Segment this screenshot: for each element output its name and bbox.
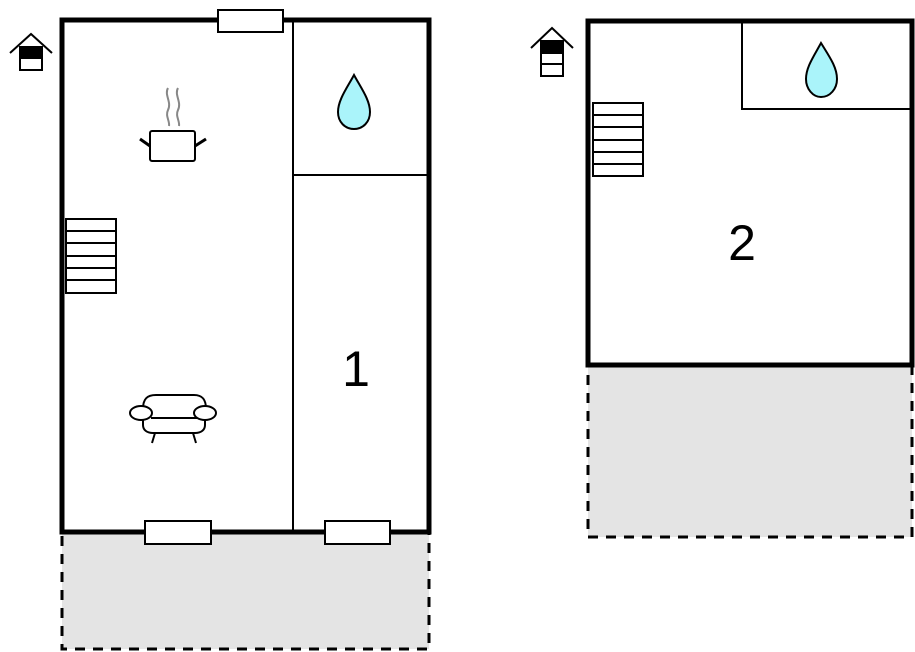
- room-label-2: 2: [728, 215, 756, 271]
- floor-1: 1: [9, 9, 432, 651]
- terrace-floor-1: [60, 530, 431, 651]
- house-ground-floor-icon: [9, 32, 53, 71]
- water-drop-icon: [804, 40, 839, 99]
- window-top: [217, 9, 284, 33]
- floor-2: 2: [530, 18, 915, 539]
- interior-wall-bathroom-2: [741, 21, 912, 110]
- stairs-icon: [592, 102, 644, 177]
- terrace-floor-2: [586, 363, 914, 539]
- water-drop-icon: [336, 72, 372, 131]
- house-upper-floor-icon: [530, 26, 574, 77]
- outer-walls-floor-1: [59, 17, 432, 535]
- room-label-1: 1: [342, 341, 370, 397]
- sofa-icon: [129, 394, 217, 444]
- stairs-icon: [65, 218, 117, 294]
- window-bottom-left: [144, 520, 212, 545]
- window-bottom-right: [324, 520, 391, 545]
- outer-walls-floor-2: [585, 18, 915, 368]
- cooking-pot-icon: [139, 87, 207, 162]
